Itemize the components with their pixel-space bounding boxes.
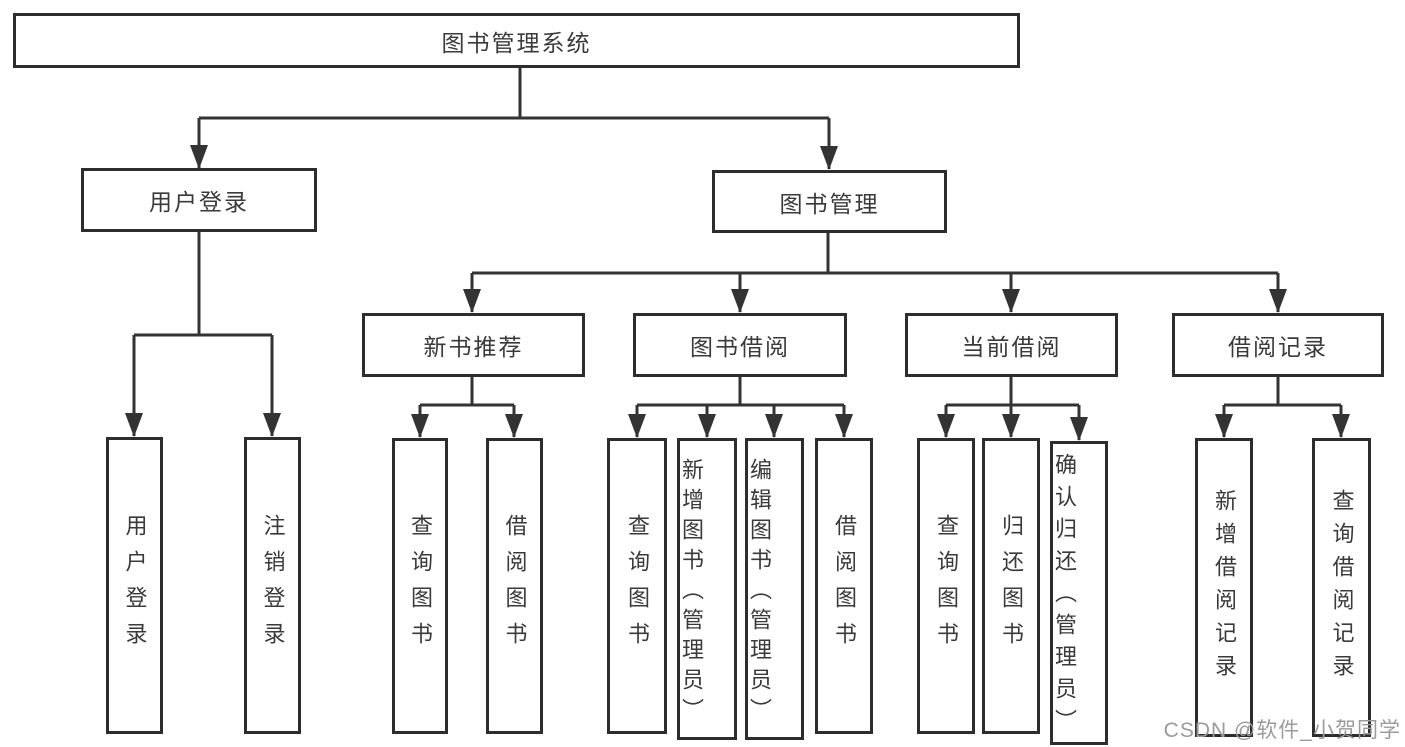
node-new-book-recommend: 新书推荐 (362, 313, 585, 377)
leaf-borrow-books-recommend: 借阅图书 (486, 438, 543, 734)
node-book-borrowing: 图书借阅 (633, 313, 847, 377)
node-label: 注销登录 (260, 513, 286, 658)
node-label: 归还图书 (999, 514, 1024, 658)
node-label: 借阅图书 (502, 514, 528, 658)
node-book-management: 图书管理 (712, 170, 947, 233)
node-current-borrowing: 当前借阅 (905, 313, 1118, 377)
leaf-query-borrow-record: 查询借阅记录 (1312, 438, 1371, 737)
node-label: 图书管理系统 (441, 29, 592, 56)
leaf-return-book: 归还图书 (982, 438, 1040, 734)
node-label: 查询图书 (934, 514, 959, 658)
node-label: 当前借阅 (961, 334, 1062, 360)
node-label: 查询图书 (625, 514, 650, 658)
node-label: 用户登录 (122, 513, 148, 658)
leaf-borrow-books-borrowing: 借阅图书 (815, 438, 873, 734)
node-label: 借阅图书 (832, 514, 857, 658)
leaf-query-books-borrowing: 查询图书 (607, 438, 667, 734)
node-label: 新书推荐 (423, 334, 524, 360)
leaf-add-book-admin: 新增图书（管理员） (677, 438, 737, 740)
node-user-login-group: 用户登录 (81, 168, 317, 232)
node-label: 图书借阅 (690, 334, 790, 360)
leaf-query-books-recommend: 查询图书 (392, 438, 448, 734)
node-label: 查询图书 (408, 514, 433, 658)
leaf-user-login: 用户登录 (106, 437, 163, 734)
node-borrowing-records: 借阅记录 (1172, 313, 1384, 377)
node-label: 新增借阅记录 (1212, 488, 1237, 687)
node-label: 用户登录 (149, 189, 249, 215)
node-label: 编辑图书（管理员） (747, 458, 772, 728)
watermark: CSDN @软件_小贺同学 (1163, 719, 1401, 742)
connector-lines (132, 68, 1343, 440)
node-label: 借阅记录 (1228, 334, 1328, 360)
node-library-system: 图书管理系统 (13, 13, 1020, 68)
node-label: 确认归还（管理员） (1052, 453, 1077, 741)
node-label: 新增图书（管理员） (679, 458, 704, 728)
leaf-query-books-current: 查询图书 (917, 438, 975, 734)
node-label: 图书管理 (779, 190, 880, 217)
leaf-confirm-return-admin: 确认归还（管理员） (1050, 441, 1108, 745)
leaf-add-borrow-record: 新增借阅记录 (1195, 438, 1253, 737)
node-label: 查询借阅记录 (1329, 488, 1355, 687)
leaf-logout: 注销登录 (244, 437, 301, 734)
arrowhead-icons (125, 145, 1350, 441)
leaf-edit-book-admin: 编辑图书（管理员） (745, 438, 804, 740)
